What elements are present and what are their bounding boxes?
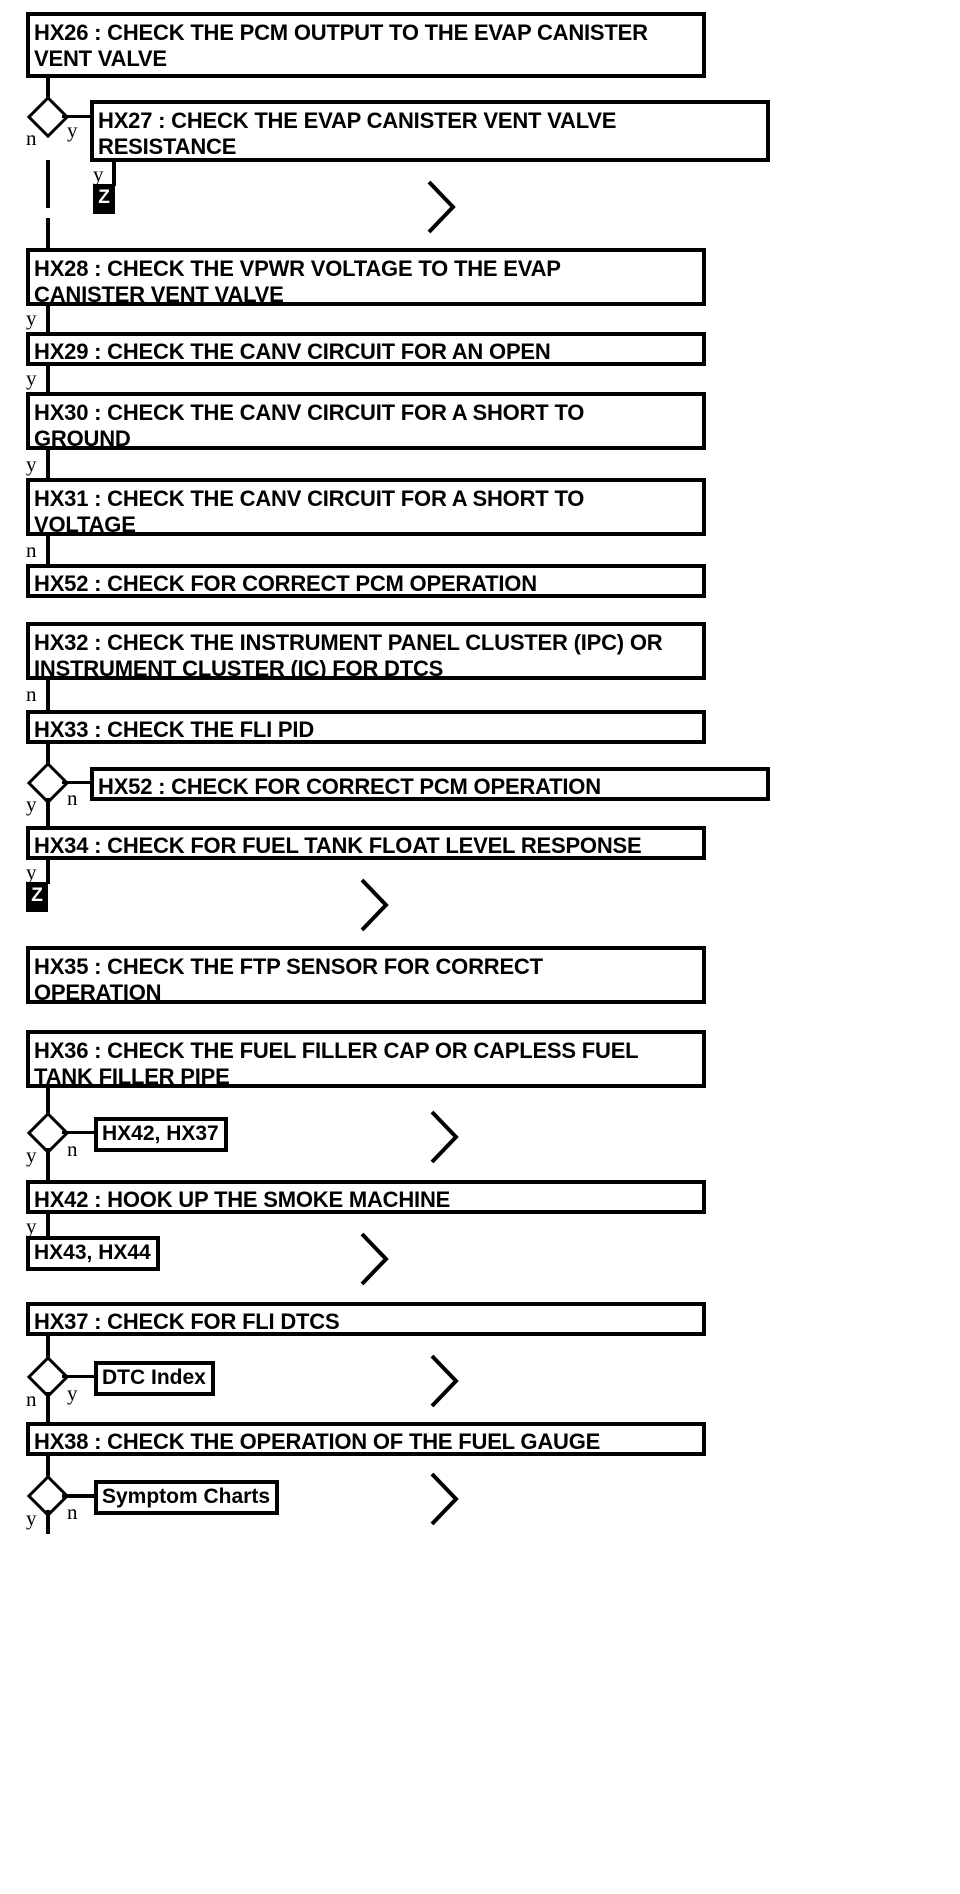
branch-label-y-4: y xyxy=(67,1381,78,1405)
page-turn-chevron-4 xyxy=(358,1230,392,1288)
step-hx38[interactable]: HX38 : CHECK THE OPERATION OF THE FUEL G… xyxy=(26,1422,706,1456)
edge-hx31-to-hx52a xyxy=(46,536,50,564)
step-hx35[interactable]: HX35 : CHECK THE FTP SENSOR FOR CORRECT … xyxy=(26,946,706,1004)
step-hx34[interactable]: HX34 : CHECK FOR FUEL TANK FLOAT LEVEL R… xyxy=(26,826,706,860)
step-hx42[interactable]: HX42 : HOOK UP THE SMOKE MACHINE xyxy=(26,1180,706,1214)
step-hx31[interactable]: HX31 : CHECK THE CANV CIRCUIT FOR A SHOR… xyxy=(26,478,706,536)
page-turn-chevron-6 xyxy=(428,1470,462,1528)
step-hx52-b[interactable]: HX52 : CHECK FOR CORRECT PCM OPERATION xyxy=(90,767,770,801)
branch-label-n-4: n xyxy=(26,1387,37,1411)
branch-label-y-hx29: y xyxy=(26,366,37,390)
step-hx30[interactable]: HX30 : CHECK THE CANV CIRCUIT FOR A SHOR… xyxy=(26,392,706,450)
edge-hx30-to-hx31 xyxy=(46,450,50,478)
branch-label-y-hx42: y xyxy=(26,1214,37,1238)
page-turn-chevron-2 xyxy=(358,876,392,934)
edge-decision1-no-down-b xyxy=(46,218,50,250)
edge-hx32-to-hx33 xyxy=(46,680,50,710)
branch-label-n-1: n xyxy=(26,126,37,150)
branch-label-y-hx28: y xyxy=(26,306,37,330)
page-turn-chevron-3 xyxy=(428,1108,462,1166)
ref-symptom-charts[interactable]: Symptom Charts xyxy=(94,1480,280,1516)
step-hx32[interactable]: HX32 : CHECK THE INSTRUMENT PANEL CLUSTE… xyxy=(26,622,706,680)
edge-decision5-yes-down xyxy=(46,1510,50,1534)
edge-hx37-to-decision4 xyxy=(46,1336,50,1362)
edge-hx29-to-hx30 xyxy=(46,366,50,392)
edge-decision1-to-hx27 xyxy=(62,115,92,118)
page-turn-chevron-5 xyxy=(428,1352,462,1410)
edge-hx42-to-ref-hx43 xyxy=(46,1214,50,1236)
edge-decision4-no-down xyxy=(46,1392,50,1422)
edge-hx27-to-connz1 xyxy=(112,162,116,186)
edge-decision5-to-ref xyxy=(62,1494,96,1498)
connector-z-2[interactable]: Z xyxy=(26,882,48,912)
edge-hx33-to-decision2 xyxy=(46,744,50,770)
step-hx28[interactable]: HX28 : CHECK THE VPWR VOLTAGE TO THE EVA… xyxy=(26,248,706,306)
ref-hx43-hx44[interactable]: HX43, HX44 xyxy=(26,1236,160,1272)
edge-hx38-to-decision5 xyxy=(46,1456,50,1482)
branch-label-n-hx32: n xyxy=(26,682,37,706)
edge-decision3-yes-down xyxy=(46,1148,50,1180)
branch-label-y-5: y xyxy=(26,1506,37,1530)
branch-label-n-hx31: n xyxy=(26,538,37,562)
edge-hx26-to-decision1 xyxy=(46,78,50,104)
branch-label-n-2: n xyxy=(67,786,78,810)
branch-label-y-hx27: y xyxy=(93,162,104,186)
edge-decision2-yes-down xyxy=(46,798,50,826)
ref-hx42-hx37[interactable]: HX42, HX37 xyxy=(94,1117,228,1153)
branch-label-n-3: n xyxy=(67,1137,78,1161)
branch-label-y-hx30: y xyxy=(26,452,37,476)
step-hx37[interactable]: HX37 : CHECK FOR FLI DTCS xyxy=(26,1302,706,1336)
step-hx33[interactable]: HX33 : CHECK THE FLI PID xyxy=(26,710,706,744)
edge-hx34-to-connz2 xyxy=(46,860,50,884)
step-hx36[interactable]: HX36 : CHECK THE FUEL FILLER CAP OR CAPL… xyxy=(26,1030,706,1088)
edge-hx28-to-hx29 xyxy=(46,306,50,332)
edge-decision1-no-down xyxy=(46,160,50,208)
step-hx27[interactable]: HX27 : CHECK THE EVAP CANISTER VENT VALV… xyxy=(90,100,770,162)
edge-decision4-to-ref xyxy=(62,1375,96,1378)
branch-label-y-3: y xyxy=(26,1143,37,1167)
branch-label-y-1: y xyxy=(67,118,78,142)
step-hx52-a[interactable]: HX52 : CHECK FOR CORRECT PCM OPERATION xyxy=(26,564,706,598)
edge-decision2-to-hx52b xyxy=(62,781,92,784)
branch-label-n-5: n xyxy=(67,1500,78,1524)
step-hx29[interactable]: HX29 : CHECK THE CANV CIRCUIT FOR AN OPE… xyxy=(26,332,706,366)
branch-label-y-hx34: y xyxy=(26,860,37,884)
edge-decision3-to-ref xyxy=(62,1131,96,1134)
page-turn-chevron-1 xyxy=(425,178,459,236)
ref-dtc-index[interactable]: DTC Index xyxy=(94,1361,215,1397)
connector-z-1[interactable]: Z xyxy=(93,184,115,214)
branch-label-y-2: y xyxy=(26,792,37,816)
step-hx26[interactable]: HX26 : CHECK THE PCM OUTPUT TO THE EVAP … xyxy=(26,12,706,78)
edge-hx36-to-decision3 xyxy=(46,1088,50,1114)
